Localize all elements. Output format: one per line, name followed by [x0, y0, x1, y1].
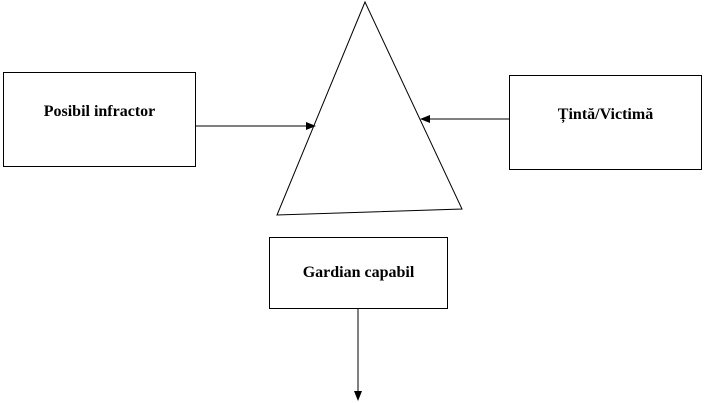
box-target-victim: Țintă/Victimă [509, 75, 702, 170]
label-capable-guardian: Gardian capabil [302, 264, 415, 281]
label-target-victim: Țintă/Victimă [557, 106, 654, 123]
label-possible-offender: Posibil infractor [43, 103, 156, 120]
box-capable-guardian: Gardian capabil [269, 237, 448, 309]
crime-triangle [276, 0, 463, 216]
box-possible-offender: Posibil infractor [3, 72, 196, 167]
